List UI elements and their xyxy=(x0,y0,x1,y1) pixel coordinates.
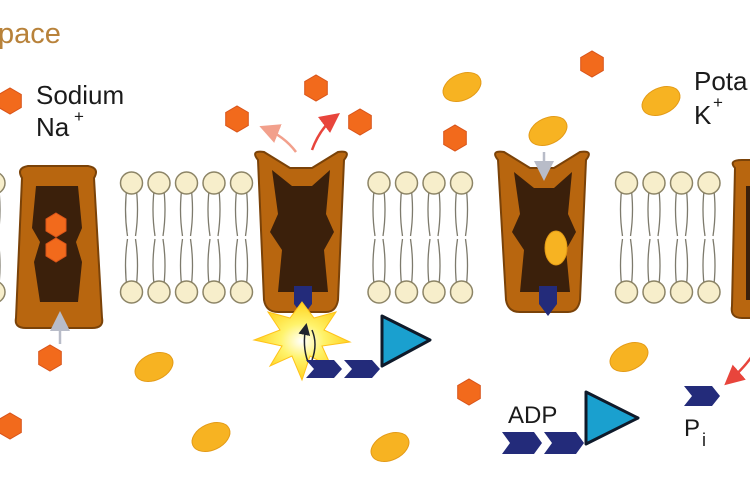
lipid-head xyxy=(0,281,6,303)
lipid-head xyxy=(614,171,639,195)
extracellular-space-label: pace xyxy=(0,18,61,50)
sodium-ion xyxy=(38,344,62,372)
lipid-head xyxy=(422,171,446,195)
lipid-head xyxy=(449,171,474,195)
sodium-name-label: Sodium xyxy=(36,80,124,110)
lipid-head xyxy=(229,280,254,304)
phosphate-release-arrow xyxy=(724,356,750,386)
sodium-ion xyxy=(443,124,467,152)
sodium-release-arrow-right xyxy=(310,112,340,151)
sodium-potassium-pump-2 xyxy=(254,150,348,313)
lipid-head xyxy=(642,280,666,304)
potassium-ion xyxy=(191,421,231,453)
phosphate-subscript: i xyxy=(702,430,706,450)
sodium-ion xyxy=(457,378,481,406)
potassium-ion xyxy=(134,351,174,383)
sodium-ion xyxy=(348,108,372,136)
sodium-ion xyxy=(0,87,22,115)
lipid-bilayer xyxy=(0,171,721,304)
bound-sodium-ion-1 xyxy=(45,212,67,238)
bound-potassium-ion xyxy=(544,230,568,266)
lipid-head xyxy=(0,172,6,194)
free-ions xyxy=(0,50,681,463)
lipid-head xyxy=(202,280,226,304)
lipid-head xyxy=(449,280,474,304)
lipid-head xyxy=(119,171,144,195)
lipid-head xyxy=(174,171,199,195)
sodium-ion xyxy=(580,50,604,78)
potassium-ion xyxy=(442,71,482,103)
sodium-ion xyxy=(304,74,328,102)
sodium-potassium-pump-4-partial xyxy=(730,159,750,319)
lipid-head xyxy=(697,280,721,304)
adp-label: ADP xyxy=(508,402,557,429)
phosphate-group xyxy=(684,386,720,406)
lipid-head xyxy=(119,280,144,304)
lipid-head xyxy=(367,171,391,195)
potassium-ion xyxy=(609,341,649,373)
lipid-head xyxy=(614,280,639,304)
lipid-head xyxy=(669,280,694,304)
bound-sodium-ion-2 xyxy=(45,237,67,263)
lipid-head xyxy=(422,280,446,304)
sodium-ion xyxy=(225,105,249,133)
lipid-head xyxy=(202,171,226,195)
lipid-head xyxy=(642,171,666,195)
atp-molecule xyxy=(306,314,432,378)
lipid-head xyxy=(394,280,419,304)
potassium-ion xyxy=(641,85,681,117)
phosphate-symbol: P xyxy=(684,415,700,442)
potassium-charge-label: + xyxy=(713,93,723,112)
potassium-ion xyxy=(528,115,568,147)
potassium-symbol-label: K xyxy=(694,100,712,130)
lipid-head xyxy=(697,171,721,195)
flash-arrow xyxy=(298,323,311,363)
lipid-head xyxy=(229,171,254,195)
flash-arrow-back xyxy=(311,329,316,361)
sodium-release-arrow-left xyxy=(259,124,297,153)
lipid-head xyxy=(367,280,391,304)
potassium-ion xyxy=(370,431,410,463)
sodium-symbol-label: Na xyxy=(36,112,70,142)
adp-molecule xyxy=(502,390,640,454)
sodium-ion xyxy=(0,412,22,440)
lipid-head xyxy=(147,280,171,304)
pump-3-phosphate xyxy=(539,286,557,316)
potassium-name-label: Pota xyxy=(694,66,748,96)
sodium-charge-label: + xyxy=(74,107,84,126)
lipid-head xyxy=(147,171,171,195)
lipid-head xyxy=(394,171,419,195)
lipid-head xyxy=(669,171,694,195)
lipid-head xyxy=(174,280,199,304)
